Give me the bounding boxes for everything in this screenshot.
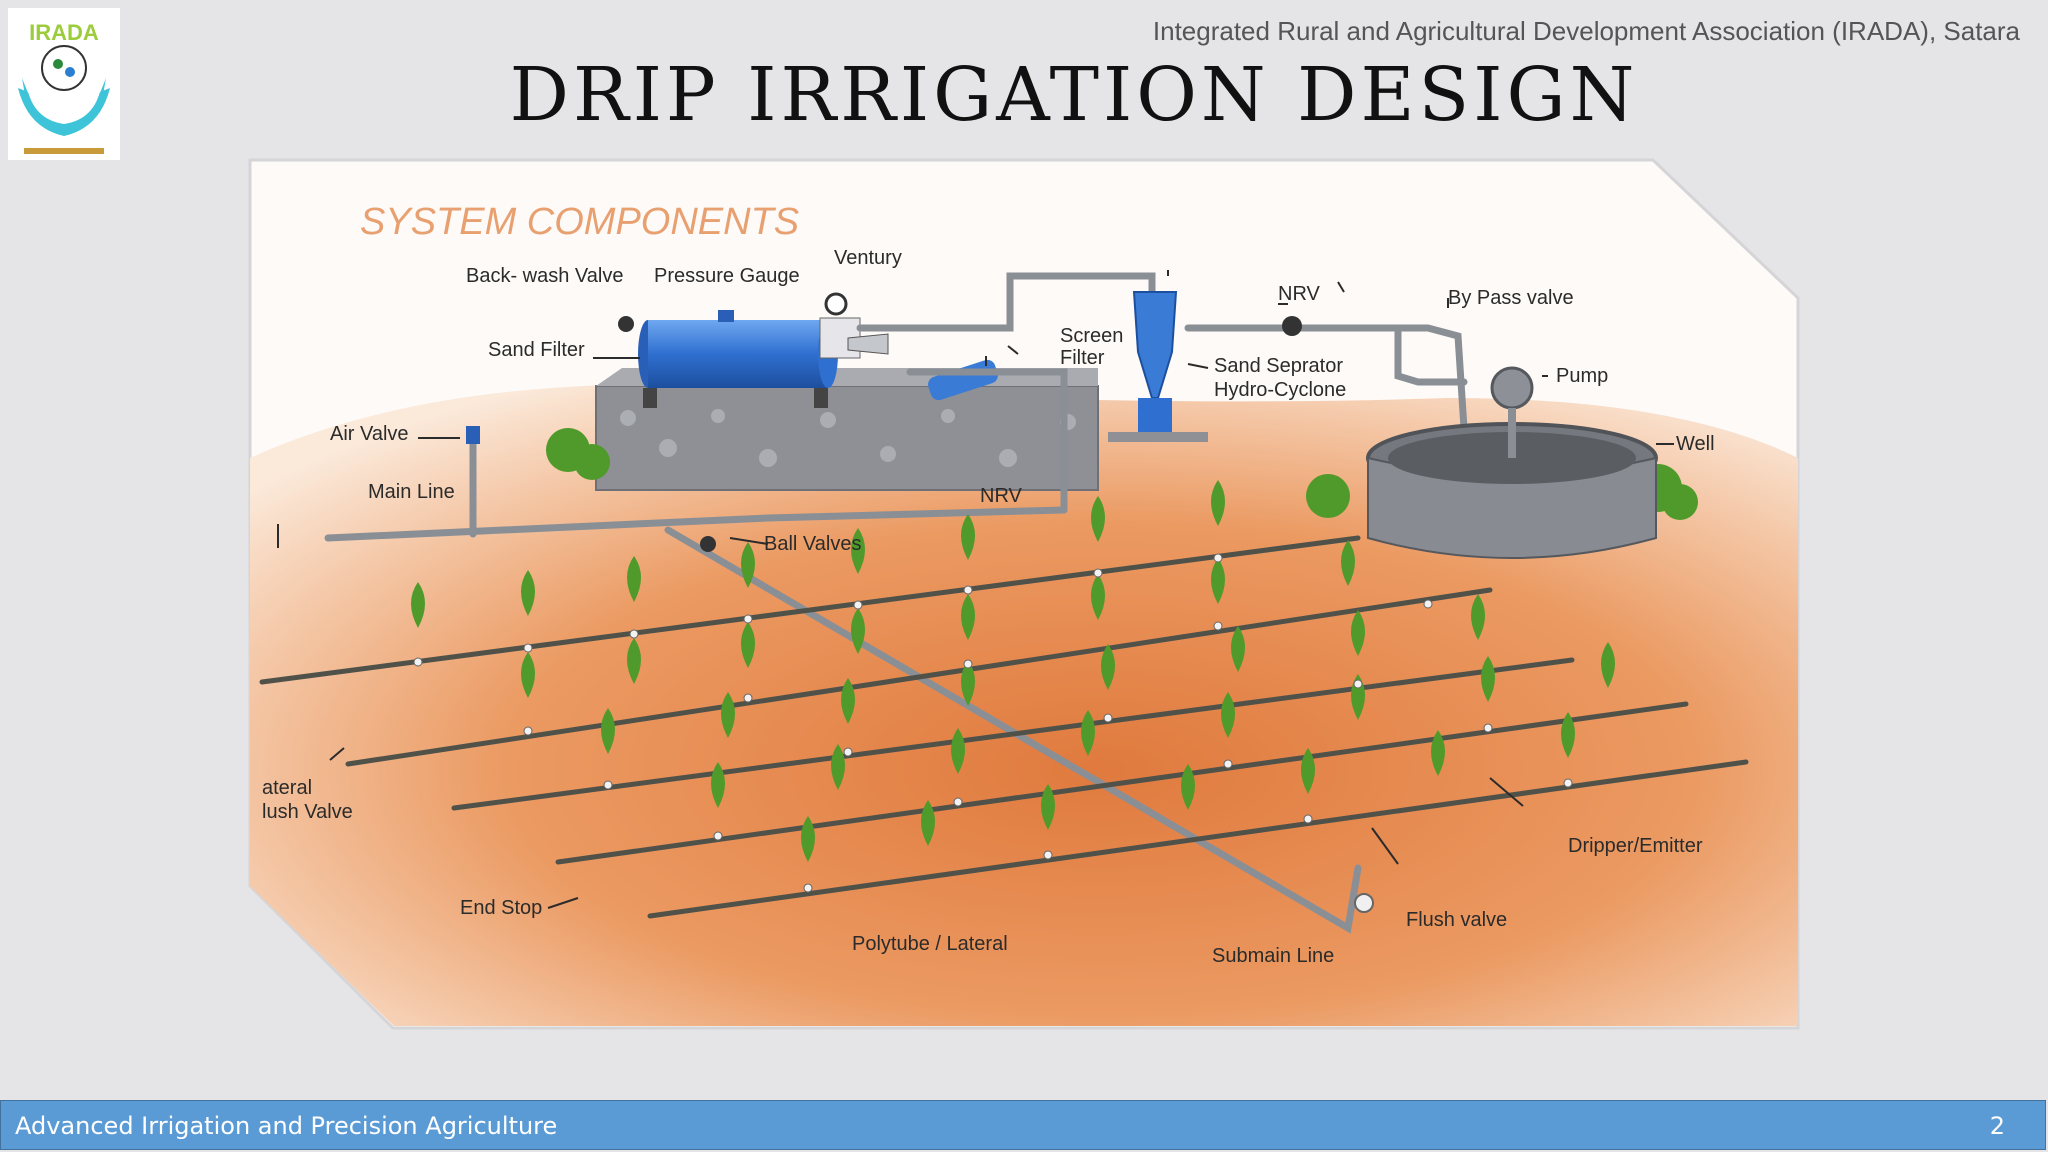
label-screen-filter-line1: Screen: [1060, 325, 1123, 347]
slide-number: 2: [1989, 1112, 2005, 1140]
label-ventury: Ventury: [834, 247, 902, 269]
label-dripper-emitter: Dripper/Emitter: [1568, 835, 1703, 857]
pipe-down: [906, 368, 1068, 514]
backwash-valve-icon: [618, 316, 634, 332]
label-nrv-top: NRV: [1278, 283, 1321, 305]
label-ball-valves: Ball Valves: [764, 533, 861, 555]
label-sand-separator-line1: Sand Seprator: [1214, 355, 1343, 377]
system-components-heading: SYSTEM COMPONENTS: [360, 201, 799, 243]
label-main-line: Main Line: [368, 481, 455, 503]
organization-name: Integrated Rural and Agricultural Develo…: [1152, 16, 2020, 46]
pipe-to-hydrocyclone: [856, 272, 1156, 332]
dripper-emitter-icon: [1563, 778, 1573, 788]
flush-valve-icon: [1354, 893, 1374, 913]
label-screen-filter-line2: Filter: [1060, 347, 1105, 369]
label-pump: Pump: [1556, 365, 1608, 387]
label-sand-filter: Sand Filter: [488, 339, 585, 361]
label-flush-valve: Flush valve: [1406, 909, 1507, 931]
sand-filter-tank: [648, 320, 828, 388]
lateral-lines: [259, 535, 1749, 919]
label-bypass-valve: By Pass valve: [1448, 287, 1574, 309]
footer-course-title: Advanced Irrigation and Precision Agricu…: [15, 1112, 558, 1140]
stone-platform: [595, 385, 1099, 491]
bypass-valve-icon: [1282, 316, 1302, 336]
irada-logo: IRADA: [8, 8, 120, 160]
label-well: Well: [1676, 433, 1715, 455]
footer-bar: Advanced Irrigation and Precision Agricu…: [0, 1100, 2046, 1150]
slide-title: DRIP IRRIGATION DESIGN: [509, 52, 1639, 138]
label-nrv-bottom: NRV: [980, 485, 1023, 507]
label-polytube-lateral: Polytube / Lateral: [852, 933, 1008, 955]
label-lateral-flush-valve-line2: lush Valve: [262, 801, 353, 823]
bypass-pipe: [1394, 324, 1468, 386]
label-end-stop: End Stop: [460, 897, 542, 919]
label-sand-separator-line2: Hydro-Cyclone: [1214, 379, 1346, 401]
submain-line-pipe: [664, 526, 1362, 934]
logo-text: IRADA: [29, 20, 99, 45]
label-submain-line: Submain Line: [1212, 945, 1334, 967]
ball-valves-icon: [700, 536, 716, 552]
label-air-valve: Air Valve: [330, 423, 409, 445]
label-pressure-gauge: Pressure Gauge: [654, 265, 800, 287]
drip-irrigation-diagram: SYSTEM COMPONENTS: [248, 158, 1800, 1030]
label-lateral-flush-valve-line1: ateral: [262, 777, 312, 799]
plant-rows: [411, 480, 1615, 893]
pump-icon: [1490, 366, 1534, 410]
pressure-gauge-icon: [824, 292, 848, 316]
air-valve-icon: [466, 426, 480, 444]
label-backwash-valve: Back- wash Valve: [466, 265, 623, 287]
